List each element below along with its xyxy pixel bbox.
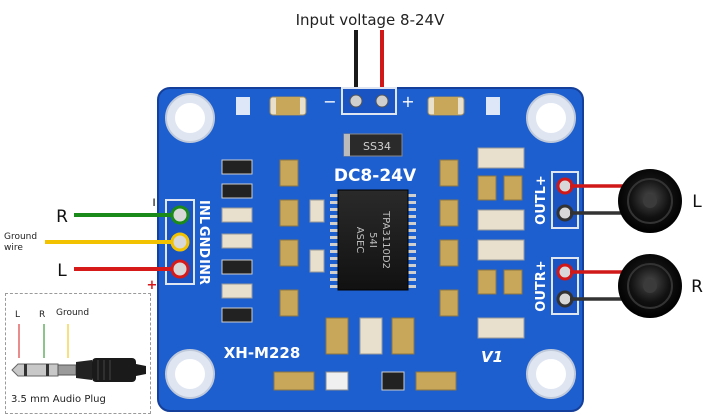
- plug-caption: 3.5 mm Audio Plug: [11, 394, 106, 405]
- chip-pin: [330, 236, 338, 239]
- chip-pin: [408, 264, 416, 267]
- top-capacitors: [236, 96, 500, 116]
- chip-label-2: 54I: [367, 232, 378, 248]
- chip-pin: [330, 201, 338, 204]
- chip-pin: [330, 278, 338, 281]
- input-wires: [45, 213, 172, 271]
- mount-hole-bottom-right: [526, 349, 576, 399]
- chip-pin: [330, 194, 338, 197]
- output-terminal-left: [551, 171, 579, 229]
- ground-wire-label-2: wire: [4, 243, 23, 253]
- chip-pin: [330, 243, 338, 246]
- pin-label-inl: INL: [196, 200, 211, 224]
- pin-label-gnd: GND: [196, 226, 211, 259]
- input-voltage-title: Input voltage 8-24V: [296, 11, 445, 29]
- chip-pin: [408, 271, 416, 274]
- chip-pin: [408, 285, 416, 288]
- chip-label-1: TPA3110D2: [380, 210, 391, 269]
- chip-pin: [408, 201, 416, 204]
- plug-r-label: R: [39, 310, 46, 320]
- out-right-label: OUTR+: [534, 260, 549, 311]
- chip-pin: [408, 215, 416, 218]
- board-model-label: XH-M228: [224, 344, 301, 362]
- chip-pin: [408, 229, 416, 232]
- mount-hole-bottom-left: [165, 349, 215, 399]
- power-rating-label: DC8-24V: [334, 166, 417, 186]
- chip-pin: [408, 194, 416, 197]
- input-plus-mark: +: [147, 278, 158, 293]
- chip-pin: [408, 278, 416, 281]
- supply-minus-mark: −: [323, 92, 336, 111]
- chip-pin: [330, 208, 338, 211]
- speaker-right-label: R: [691, 277, 703, 297]
- speaker-left-label: L: [692, 192, 702, 212]
- mount-hole-top-right: [526, 93, 576, 143]
- bottom-capacitors: [273, 317, 457, 391]
- chip-pin: [408, 236, 416, 239]
- right-smd-components: [439, 147, 525, 339]
- ground-wire-label-1: Ground: [4, 232, 37, 242]
- out-left-label: OUTL+: [534, 175, 549, 225]
- diode-ss34: SS34: [343, 133, 403, 157]
- chip-pin: [408, 257, 416, 260]
- audio-plug-inset: L R Ground 3.5 mm Audio Plug: [5, 293, 151, 414]
- chip-pin: [408, 208, 416, 211]
- chip-pin: [330, 229, 338, 232]
- plug-ground-label: Ground: [56, 308, 90, 318]
- chip-pin: [330, 257, 338, 260]
- board-version-label: V1: [481, 348, 503, 366]
- pin-label-inr: INR: [196, 259, 211, 285]
- chip-pin: [408, 243, 416, 246]
- amplifier-chip: TPA3110D2 54I ASEC: [330, 189, 416, 291]
- supply-plus-mark: +: [401, 92, 414, 111]
- chip-pin: [330, 215, 338, 218]
- input-r-label: R: [56, 207, 68, 227]
- mount-hole-top-left: [165, 93, 215, 143]
- input-pin-labels: INL GND INR: [196, 200, 211, 285]
- left-smd-components: [221, 159, 325, 323]
- chip-pin: [330, 222, 338, 225]
- diode-label: SS34: [363, 140, 391, 153]
- plug-l-label: L: [15, 310, 21, 320]
- output-terminal-right: [551, 257, 579, 315]
- speaker-right-icon: [618, 254, 682, 318]
- chip-pin: [330, 285, 338, 288]
- chip-pin: [330, 264, 338, 267]
- speaker-left-icon: [618, 169, 682, 233]
- chip-pin: [408, 250, 416, 253]
- input-l-label: L: [57, 261, 67, 281]
- chip-pin: [408, 222, 416, 225]
- amplifier-board: − + SS34 DC8-24V TPA3110D2 54I ASEC: [157, 87, 584, 412]
- input-minus-mark: ı: [152, 195, 156, 210]
- chip-pin: [330, 271, 338, 274]
- supply-terminal: − +: [323, 87, 415, 115]
- audio-plug-icon: [11, 324, 146, 382]
- chip-label-3: ASEC: [354, 227, 365, 254]
- chip-pin: [330, 250, 338, 253]
